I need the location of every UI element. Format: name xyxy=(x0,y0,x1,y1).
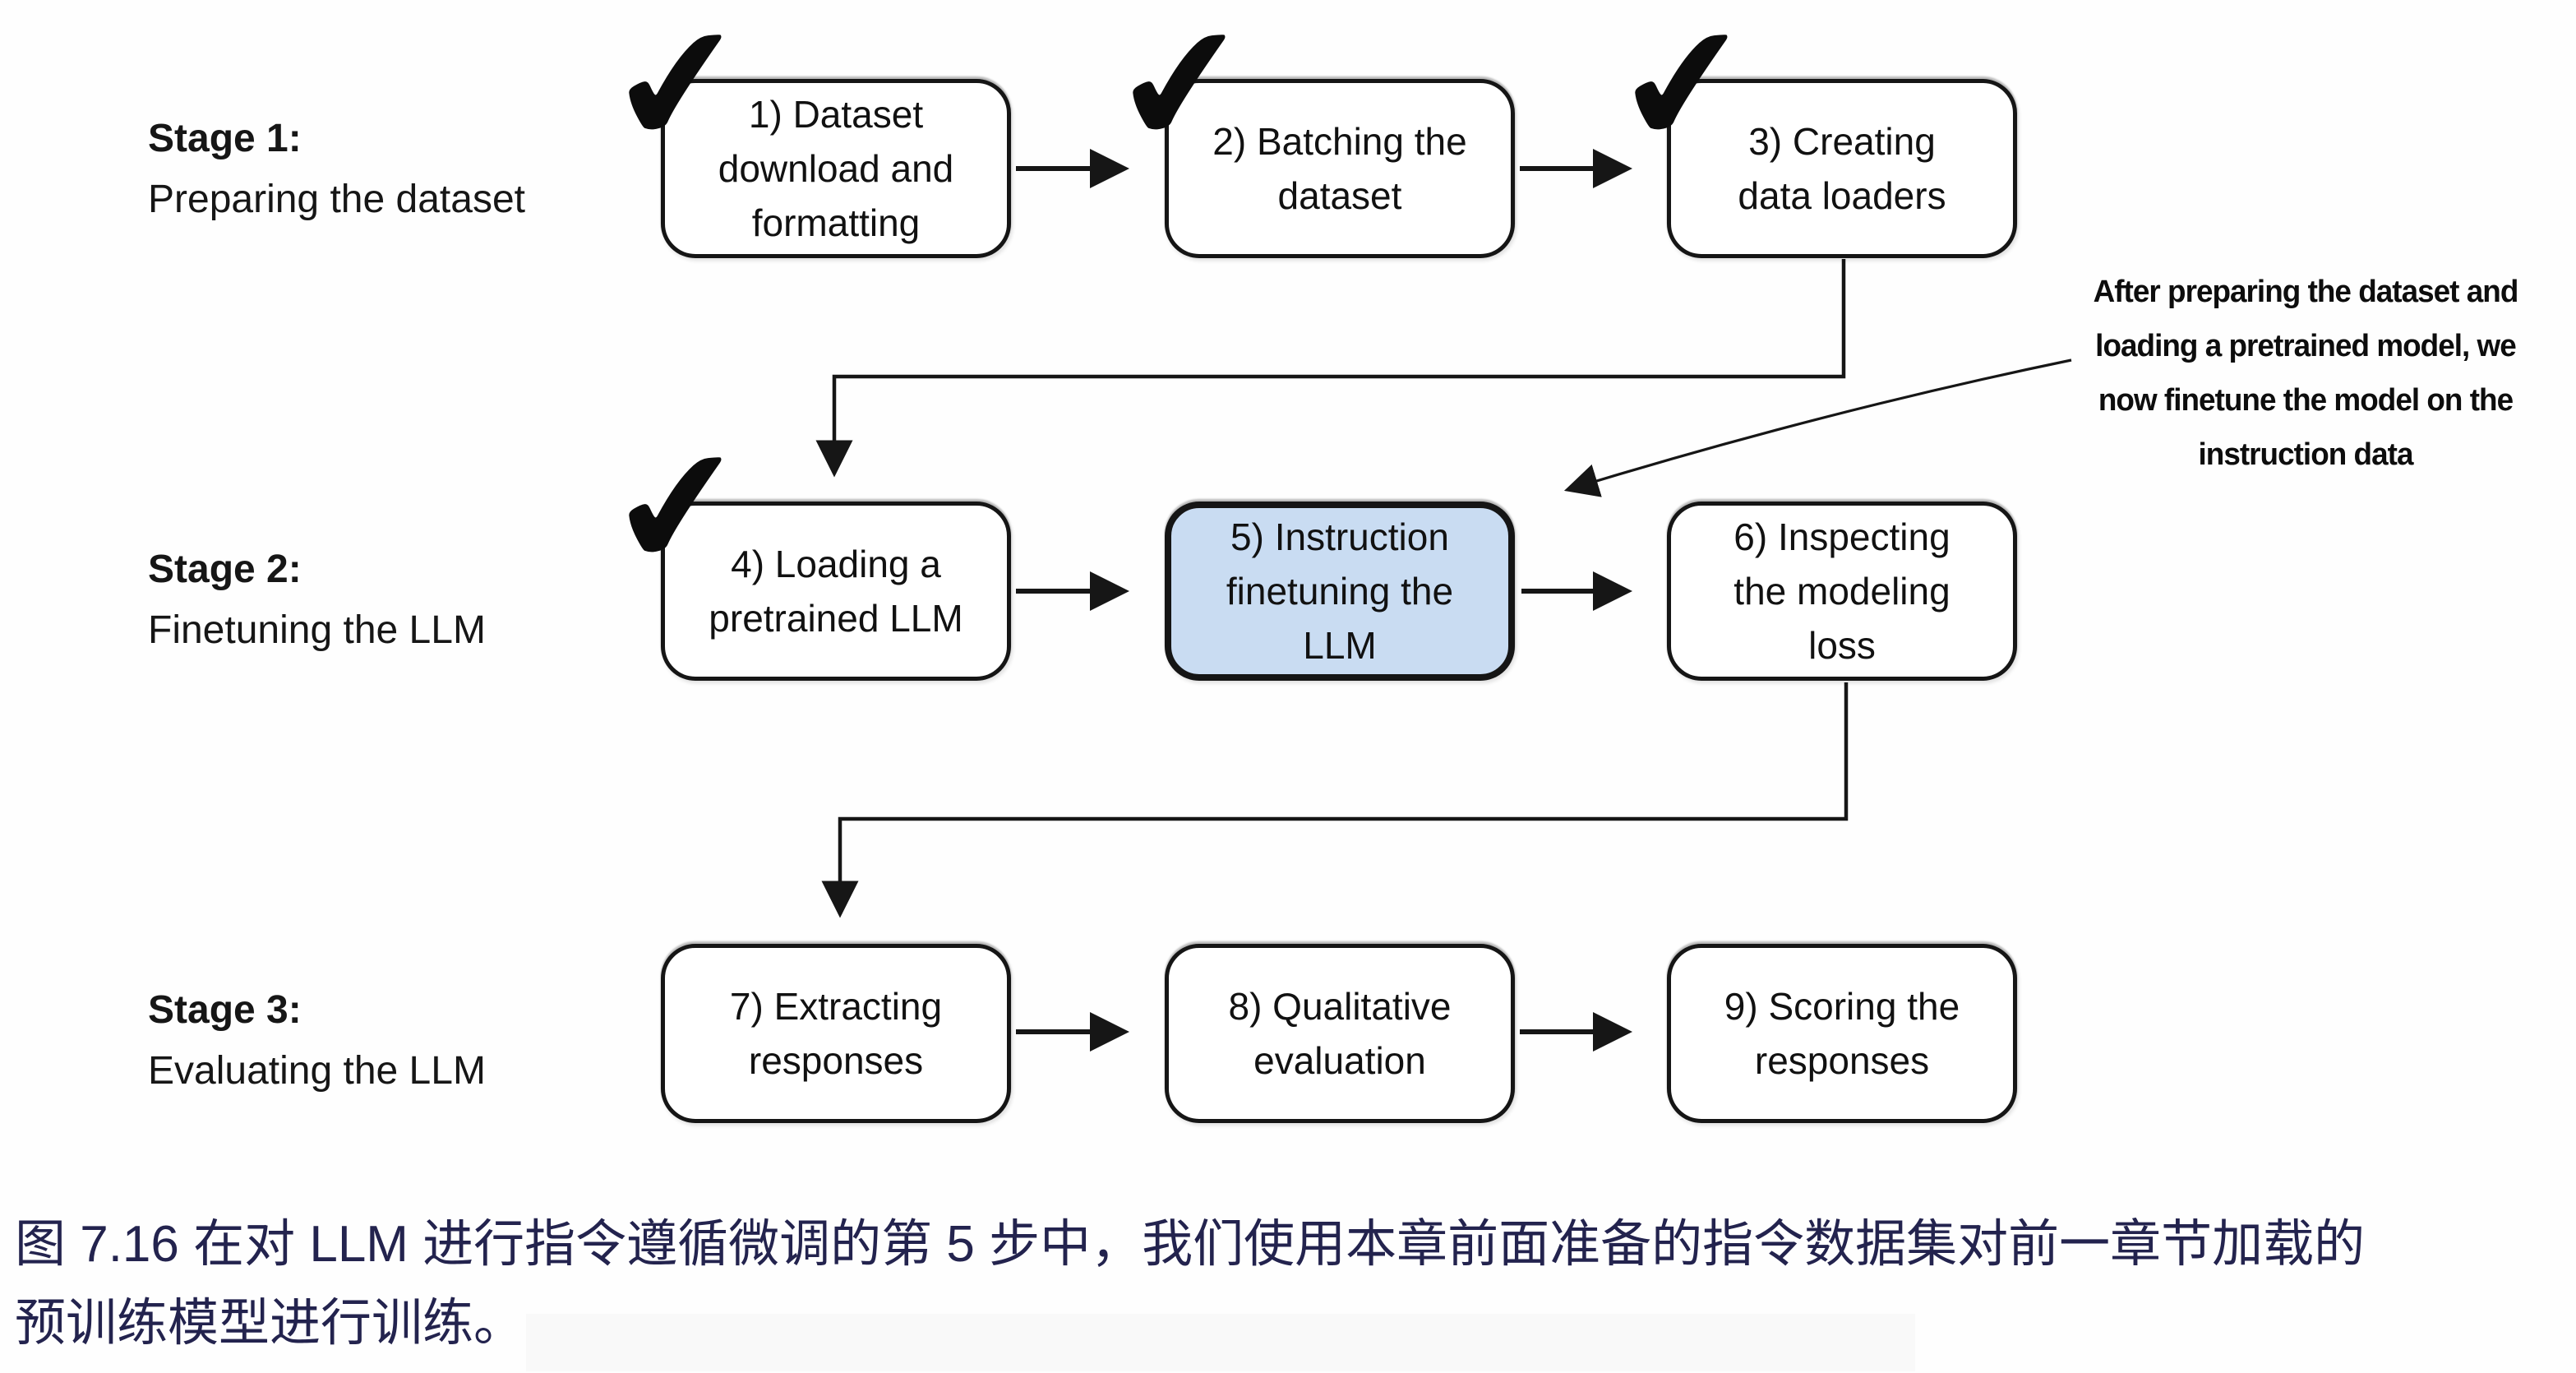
flow-box-label: 5) Instruction finetuning the LLM xyxy=(1226,515,1454,667)
annotation-note: After preparing the dataset and loading … xyxy=(2093,275,2519,472)
flow-box-6-inspecting-loss: 6) Inspecting the modeling loss xyxy=(1667,502,2017,681)
flow-box-2-batching-dataset: 2) Batching the dataset xyxy=(1165,79,1515,258)
annotation-pointer-arrow xyxy=(1563,358,2072,497)
stage-1-label: Stage 1: Preparing the dataset xyxy=(148,109,525,230)
stage-2-subtitle: Finetuning the LLM xyxy=(148,608,486,652)
stage-1-title: Stage 1: xyxy=(148,117,302,160)
flow-box-4-loading-pretrained-llm: 4) Loading a pretrained LLM xyxy=(661,502,1011,681)
stage-3-subtitle: Evaluating the LLM xyxy=(148,1049,486,1093)
flow-box-label: 3) Creating data loaders xyxy=(1738,120,1946,217)
flow-box-9-scoring-responses: 9) Scoring the responses xyxy=(1667,944,2017,1123)
flow-box-label: 1) Dataset download and formatting xyxy=(718,93,954,244)
stage-3-label: Stage 3: Evaluating the LLM xyxy=(148,980,486,1102)
flow-box-label: 2) Batching the dataset xyxy=(1212,120,1467,217)
stage-3-title: Stage 3: xyxy=(148,988,302,1032)
stage-2-title: Stage 2: xyxy=(148,548,302,591)
flow-box-label: 9) Scoring the responses xyxy=(1724,985,1960,1082)
elbow-box3-box4 xyxy=(815,259,1846,478)
flow-box-5-instruction-finetuning: 5) Instruction finetuning the LLM xyxy=(1165,502,1515,681)
flow-box-3-creating-data-loaders: 3) Creating data loaders xyxy=(1667,79,2017,258)
check-icon: ✔ xyxy=(1606,0,1761,186)
flow-box-label: 4) Loading a pretrained LLM xyxy=(709,543,963,640)
flow-box-label: 6) Inspecting the modeling loss xyxy=(1733,515,1950,667)
stage-2-label: Stage 2: Finetuning the LLM xyxy=(148,539,486,661)
flow-box-8-qualitative-evaluation: 8) Qualitative evaluation xyxy=(1165,944,1515,1123)
check-icon: ✔ xyxy=(600,0,755,186)
flow-box-label: 7) Extracting responses xyxy=(729,985,943,1082)
flow-box-7-extracting-responses: 7) Extracting responses xyxy=(661,944,1011,1123)
check-icon: ✔ xyxy=(600,408,755,608)
flow-box-1-dataset-download: 1) Dataset download and formatting xyxy=(661,79,1011,258)
flow-box-label: 8) Qualitative evaluation xyxy=(1228,985,1452,1082)
figure-caption: 图 7.16 在对 LLM 进行指令遵循微调的第 5 步中，我们使用本章前面准备… xyxy=(15,1216,2366,1352)
stage-1-subtitle: Preparing the dataset xyxy=(148,178,525,221)
check-icon: ✔ xyxy=(1104,0,1258,186)
elbow-box6-box7 xyxy=(821,682,1849,918)
